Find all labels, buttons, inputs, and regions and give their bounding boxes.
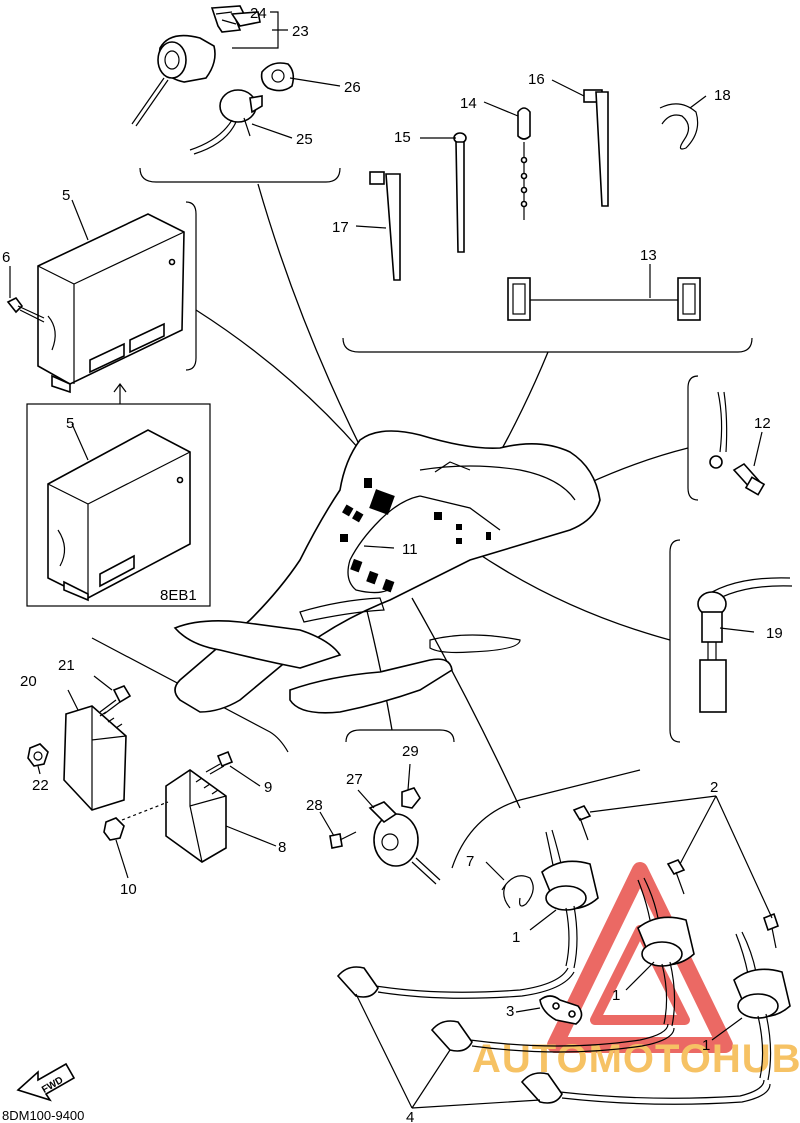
ignition-coil-part-1	[541, 829, 791, 1081]
callout-6: 6	[2, 249, 10, 266]
fwd-arrow-icon: FWD	[16, 1062, 76, 1102]
callout-11: 11	[402, 541, 418, 558]
cable-tie-part-15	[453, 132, 467, 253]
callout-leaders	[9, 11, 773, 1109]
callout-22: 22	[32, 777, 49, 794]
figure-code: 8DM100-9400	[2, 1108, 84, 1123]
clamp-part-14	[517, 107, 531, 220]
bolt-part-28	[329, 831, 357, 849]
sensor-part-19	[697, 577, 793, 713]
bracket-ecu	[185, 201, 197, 371]
callout-21: 21	[58, 657, 75, 674]
callout-13: 13	[640, 247, 657, 264]
callout-1-middle: 1	[612, 987, 620, 1004]
clip-part-18	[659, 103, 699, 150]
bolt-part-2	[572, 805, 779, 949]
callout-16: 16	[528, 71, 545, 88]
callout-10: 10	[120, 881, 137, 898]
bracket-top-right	[342, 337, 753, 353]
callout-5-top: 5	[62, 187, 70, 204]
switch-part-25	[189, 89, 263, 155]
callout-4: 4	[406, 1109, 414, 1123]
callout-9: 9	[264, 779, 272, 796]
callout-8: 8	[278, 839, 286, 856]
callout-18: 18	[714, 87, 731, 104]
callout-1-right: 1	[702, 1037, 710, 1054]
callout-14: 14	[460, 95, 477, 112]
bracket-12	[687, 375, 699, 501]
main-switch-part	[131, 5, 246, 127]
callout-20: 20	[20, 673, 37, 690]
sensor-part-27	[368, 801, 441, 885]
unit-part-8	[165, 769, 227, 863]
callout-5-variant: 5	[66, 415, 74, 432]
callout-29: 29	[402, 743, 419, 760]
bolt-part-21	[99, 685, 132, 715]
leader-19	[469, 547, 671, 641]
frame-body	[173, 430, 601, 714]
band-part-13	[507, 277, 701, 321]
callout-3: 3	[506, 1003, 514, 1020]
cable-tie-part-16	[583, 89, 609, 207]
bolt-part-9	[205, 750, 234, 775]
regulator-part-20	[63, 705, 127, 811]
clip-part-7	[501, 875, 534, 909]
callout-26: 26	[344, 79, 361, 96]
callout-12: 12	[754, 415, 771, 432]
callout-15: 15	[394, 129, 411, 146]
nut-part-22	[27, 743, 49, 767]
plug-lead-part-4	[336, 966, 771, 1105]
callout-24: 24	[250, 5, 267, 22]
callout-19: 19	[766, 625, 783, 642]
bracket-left-lower	[91, 637, 289, 753]
leader-ecu	[195, 309, 361, 451]
nut-part-29	[401, 787, 421, 809]
callout-1-left: 1	[512, 929, 520, 946]
callout-17: 17	[332, 219, 349, 236]
ground-lead-part-12	[709, 391, 766, 496]
bracket-sensor	[345, 729, 455, 743]
ecu-part-5	[37, 213, 185, 394]
callout-23: 23	[292, 23, 309, 40]
variant-label: 8EB1	[160, 587, 197, 604]
callout-25: 25	[296, 131, 313, 148]
leader-top-left	[257, 183, 373, 471]
bolt-part-6	[6, 296, 45, 323]
watermark-text: AUTOMOTOHUB	[472, 1037, 800, 1081]
callout-28: 28	[306, 797, 323, 814]
clamp-part-3	[539, 995, 583, 1025]
key-part	[230, 11, 261, 27]
leader-coils	[411, 597, 521, 809]
cable-tie-part-17	[369, 171, 401, 281]
callout-27: 27	[346, 771, 363, 788]
bracket-coils	[451, 769, 641, 869]
callout-2: 2	[710, 779, 718, 796]
bracket-top-left	[139, 167, 341, 183]
nut-part-10	[103, 801, 169, 841]
variant-box-8eb1: 8EB1	[26, 383, 211, 607]
grommet-part-26	[260, 62, 295, 92]
callout-7: 7	[466, 853, 474, 870]
bracket-19	[669, 539, 681, 743]
